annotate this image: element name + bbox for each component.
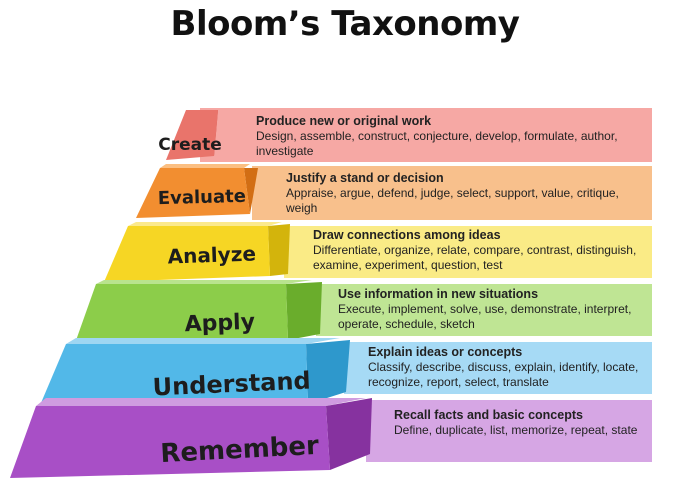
description-heading: Recall facts and basic concepts <box>394 408 583 422</box>
tier-side-evaluate <box>244 168 258 214</box>
band-analyze <box>284 226 652 278</box>
band-evaluate <box>252 166 652 220</box>
description-verbs: Define, duplicate, list, memorize, repea… <box>394 423 638 437</box>
description-heading: Explain ideas or concepts <box>368 345 523 359</box>
description-heading: Draw connections among ideas <box>313 228 501 242</box>
band-create <box>200 108 652 162</box>
level-label-apply: Apply <box>184 310 255 337</box>
description-verbs: Classify, describe, discuss, explain, id… <box>368 360 639 389</box>
band-apply <box>316 284 652 336</box>
level-label-evaluate: Evaluate <box>158 186 247 209</box>
description-heading: Produce new or original work <box>256 114 432 128</box>
tier-side-understand <box>306 340 350 404</box>
tier-front-create <box>166 110 218 160</box>
description-verbs: Differentiate, organize, relate, compare… <box>313 243 637 272</box>
description-heading: Use information in new situations <box>338 287 539 301</box>
tier-top-remember <box>36 398 366 406</box>
description-verbs: Execute, implement, solve, use, demonstr… <box>338 302 632 331</box>
tier-top-apply <box>96 280 312 284</box>
tier-front-apply <box>74 284 288 346</box>
level-label-create: Create <box>158 135 222 155</box>
tier-front-understand <box>38 344 308 410</box>
tier-front-analyze <box>104 226 270 282</box>
level-label-understand: Understand <box>152 367 311 402</box>
tier-top-evaluate <box>160 164 250 168</box>
tier-front-remember <box>10 406 330 478</box>
tier-side-analyze <box>268 224 290 276</box>
description-verbs: Design, assemble, construct, conjecture,… <box>256 129 618 158</box>
tier-front-evaluate <box>136 168 250 218</box>
description-heading: Justify a stand or decision <box>286 171 444 185</box>
description-verbs: Appraise, argue, defend, judge, select, … <box>286 186 619 215</box>
tier-side-apply <box>286 282 322 340</box>
tier-top-understand <box>66 338 340 344</box>
tier-side-remember <box>326 398 372 470</box>
band-understand <box>344 342 652 394</box>
page-title: Bloom’s Taxonomy <box>170 4 520 44</box>
band-remember <box>366 400 652 462</box>
tier-top-analyze <box>128 222 282 226</box>
level-label-analyze: Analyze <box>167 241 256 268</box>
